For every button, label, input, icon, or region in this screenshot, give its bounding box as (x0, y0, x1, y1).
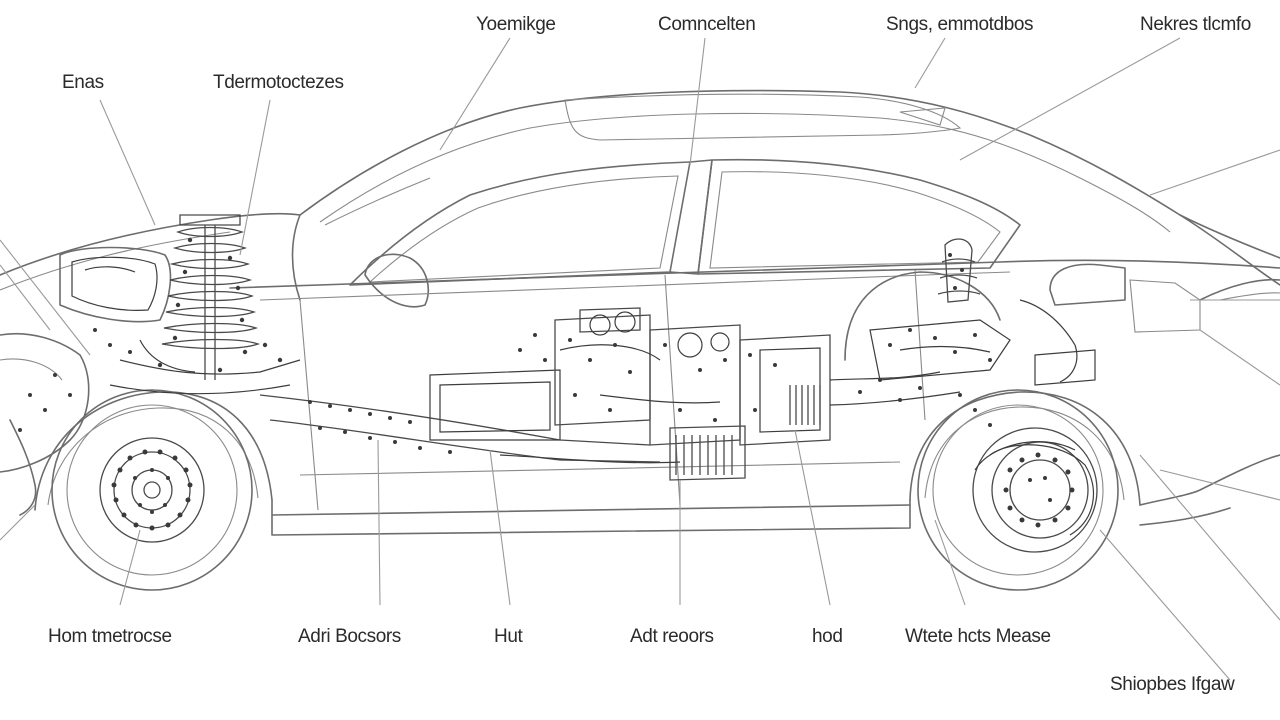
label-bottom-3: Hut (494, 626, 523, 647)
label-bottom-2: Adri Bocsors (298, 626, 401, 647)
leader-lines (0, 37, 1280, 681)
label-bottom-5: hod (812, 626, 843, 647)
front-wheel (51, 389, 253, 591)
label-bottom-4: Adt reoors (630, 626, 714, 647)
label-bottom-7: Shiopbes Ifgaw (1110, 674, 1235, 695)
rear-suspension-assembly (844, 238, 1096, 427)
label-bottom-1: Hom tmetrocse (48, 626, 172, 647)
label-left-2: Tdermotoctezes (213, 72, 344, 93)
drivetrain-assembly (259, 307, 961, 481)
callout-labels: Yoemikge Comncelten Sngs, emmotdbos Nekr… (48, 14, 1251, 695)
label-top-4: Nekres tlcmfo (1140, 14, 1251, 35)
label-top-2: Comncelten (658, 14, 755, 35)
front-suspension-assembly (18, 214, 301, 432)
label-bottom-6: Wtete hcts Mease (905, 626, 1051, 647)
label-top-1: Yoemikge (476, 14, 556, 35)
rear-wheel (917, 389, 1119, 591)
label-left-1: Enas (62, 72, 104, 93)
label-top-3: Sngs, emmotdbos (886, 14, 1033, 35)
